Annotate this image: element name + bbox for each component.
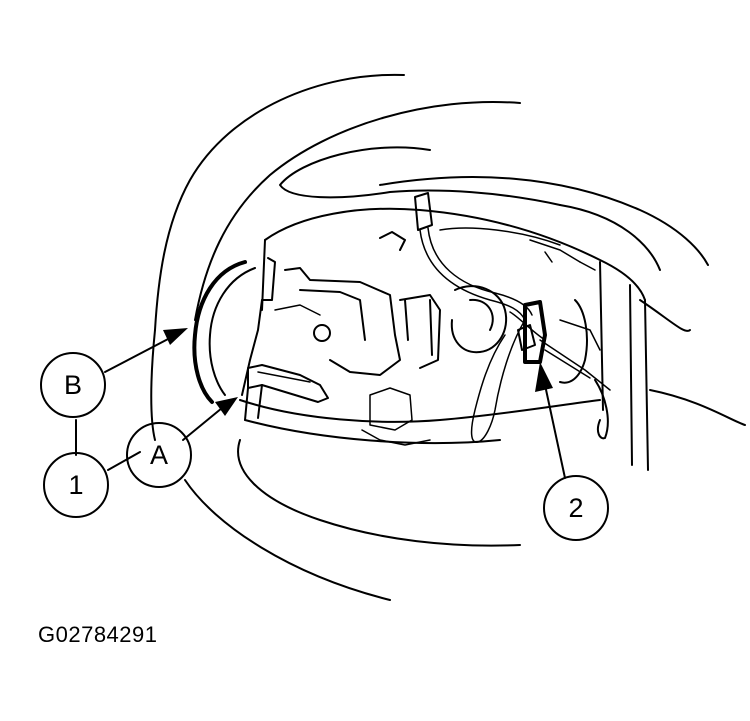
arrow-head-b [163,328,188,345]
connector-a [244,364,329,421]
callout-2-label: 2 [568,493,583,523]
figure-id: G02784291 [38,622,158,647]
callout-a: A [126,422,192,488]
callout-b: B [40,352,106,418]
connector-2 [517,300,547,364]
pointer-arrows [75,328,566,479]
callout-1: 1 [43,452,109,518]
outer-contour-lines [150,73,746,601]
arrow-head-2 [535,362,553,392]
callout-2: 2 [543,475,609,541]
arrow-head-a [215,397,238,416]
central-mechanism [274,267,611,446]
wire-harness [379,192,546,443]
callout-b-label: B [64,370,82,400]
clockspring-ring [192,257,276,404]
column-housing [239,207,649,471]
callout-a-label: A [150,440,168,470]
callout-1-label: 1 [68,470,83,500]
